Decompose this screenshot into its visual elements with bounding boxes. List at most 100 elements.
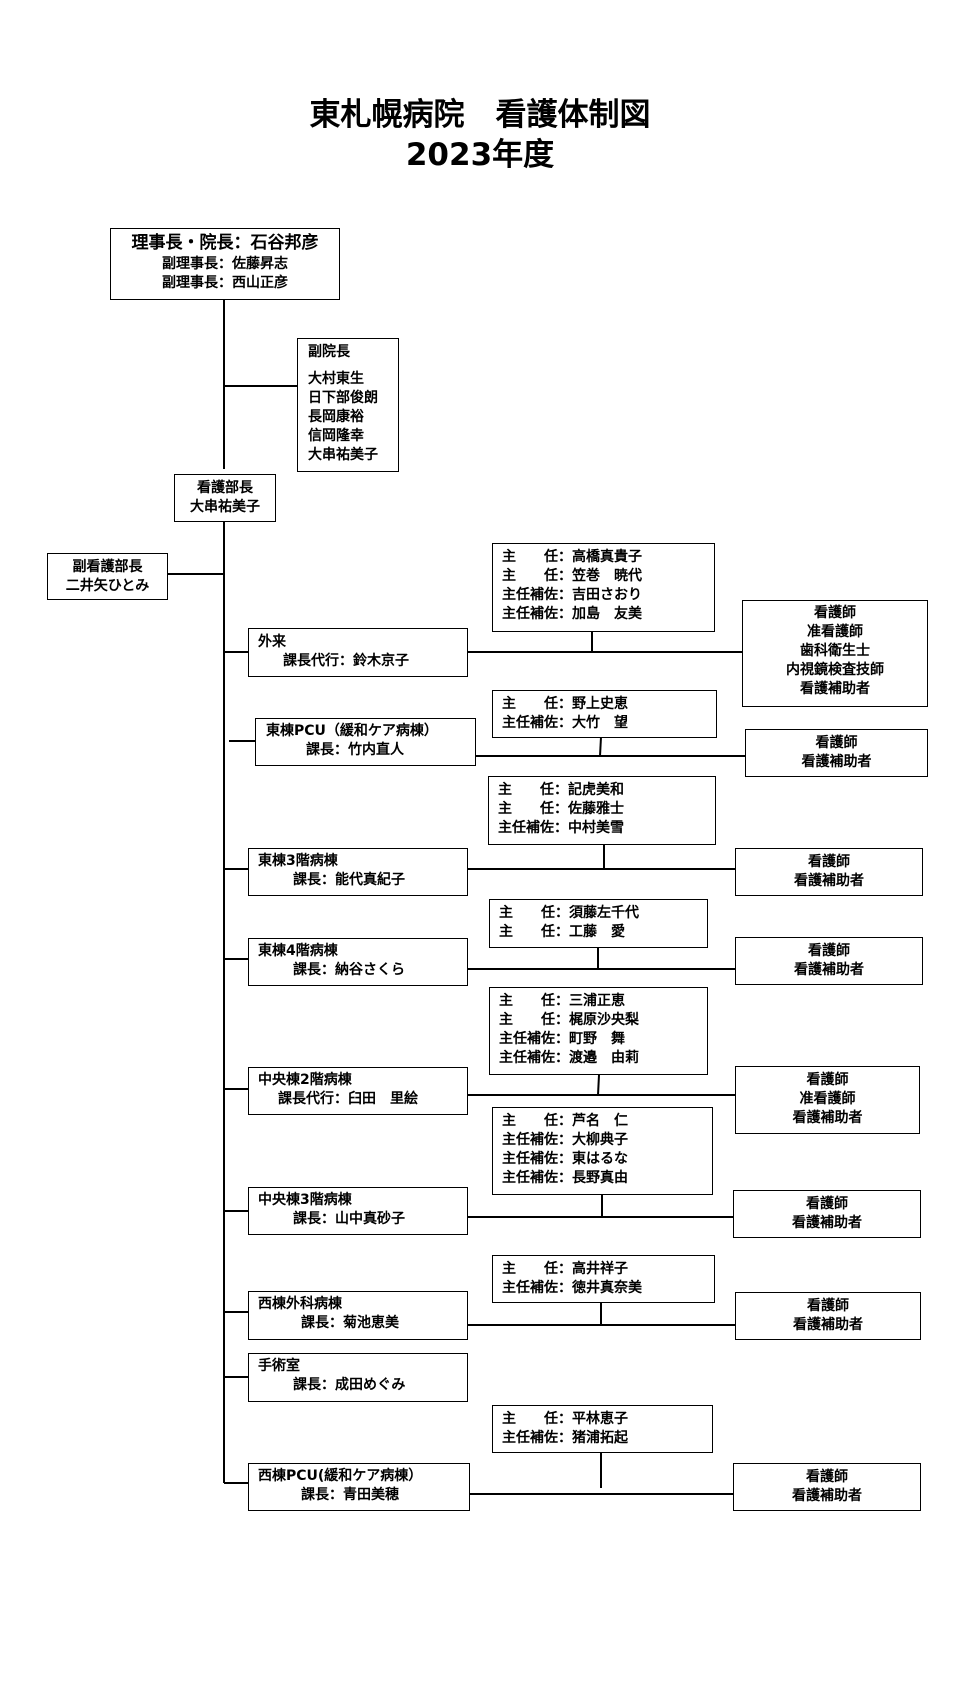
unit-manager: 課長：成田めぐみ: [293, 1377, 406, 1393]
leader-link-east-pcu: [599, 736, 602, 757]
leader-link-central-2f: [597, 1074, 600, 1096]
unit-box-east-3f: 東棟3階病棟 課長：能代真紀子: [248, 848, 468, 896]
staff-role: 看護師: [808, 854, 850, 870]
leader-entry: 主 任：野上史恵: [502, 696, 628, 712]
vice-director-name: 信岡隆幸: [308, 428, 364, 444]
leader-entry: 主 任：佐藤雅士: [498, 801, 624, 817]
staff-role: 看護師: [806, 1196, 848, 1212]
vice-directors-box: 副院長 大村東生 日下部俊朗 長岡康裕 信岡隆幸 大串祐美子: [297, 338, 399, 472]
staff-role: 看護補助者: [801, 754, 872, 770]
staff-box-west-surgical: 看護師 看護補助者: [735, 1292, 921, 1340]
staff-role: 看護補助者: [794, 873, 864, 889]
nursing-director-box: 看護部長 大串祐美子: [174, 474, 276, 522]
staff-role: 准看護師: [799, 1091, 856, 1107]
unit-name: 西棟PCU(緩和ケア病棟）: [258, 1468, 423, 1484]
deputy-nursing-director-title: 副看護部長: [72, 559, 143, 575]
leaders-box-west-pcu: 主 任：平林恵子 主任補佐：猪浦拓起: [492, 1405, 713, 1453]
staff-role: 看護師: [806, 1072, 849, 1088]
vice-director-name: 長岡康裕: [308, 409, 364, 425]
leaders-box-central-2f: 主 任：三浦正恵 主 任：梶原沙央梨 主任補佐：町野 舞 主任補佐：渡邉 由莉: [489, 987, 708, 1075]
unit-manager: 課長：能代真紀子: [293, 872, 405, 888]
leaders-box-gairai: 主 任：高橋真貴子 主 任：笠巻 暁代 主任補佐：吉田さおり 主任補佐：加島 友…: [492, 543, 715, 632]
staff-box-west-pcu: 看護師 看護補助者: [733, 1463, 921, 1511]
unit-name: 西棟外科病棟: [258, 1296, 342, 1312]
unit-box-west-pcu: 西棟PCU(緩和ケア病棟） 課長：青田美穂: [248, 1463, 470, 1511]
vice-director-name: 日下部俊朗: [308, 390, 378, 406]
staff-box-east-3f: 看護師 看護補助者: [735, 848, 923, 896]
unit-manager: 課長：青田美穂: [301, 1487, 399, 1503]
leaders-box-west-surgical: 主 任：高井祥子 主任補佐：徳井真奈美: [492, 1255, 715, 1303]
unit-manager: 課長代行：鈴木京子: [283, 653, 409, 669]
unit-manager: 課長：菊池恵美: [301, 1315, 399, 1331]
leader-entry: 主 任：芦名 仁: [502, 1113, 628, 1129]
leaders-box-central-3f: 主 任：芦名 仁 主任補佐：大柳典子 主任補佐：東はるな 主任補佐：長野真由: [492, 1107, 713, 1195]
leader-entry: 主 任：平林恵子: [502, 1411, 628, 1427]
vice-chair-2: 副理事長：西山正彦: [162, 275, 288, 291]
unit-box-west-surgical: 西棟外科病棟 課長：菊池恵美: [248, 1291, 468, 1340]
leaders-box-east-pcu: 主 任：野上史恵 主任補佐：大竹 望: [492, 690, 717, 738]
staff-role: 歯科衛生士: [800, 643, 870, 659]
unit-box-operating-room: 手術室 課長：成田めぐみ: [248, 1353, 468, 1402]
director-head: 理事長・院長：石谷邦彦: [131, 233, 319, 253]
leader-entry: 主任補佐：大竹 望: [502, 715, 628, 731]
staff-role: 看護補助者: [793, 1317, 863, 1333]
staff-role: 准看護師: [807, 624, 863, 640]
leader-entry: 主任補佐：大柳典子: [502, 1132, 628, 1148]
vice-director-name: 大串祐美子: [308, 447, 378, 463]
leader-entry: 主 任：笠巻 暁代: [502, 568, 642, 584]
unit-name: 外来: [258, 634, 286, 650]
staff-box-east-4f: 看護師 看護補助者: [735, 937, 923, 985]
unit-name: 東棟PCU（緩和ケア病棟）: [266, 723, 438, 739]
unit-manager: 課長：山中真砂子: [293, 1211, 405, 1227]
unit-box-east-4f: 東棟4階病棟 課長：納谷さくら: [248, 938, 468, 986]
leader-entry: 主 任：梶原沙央梨: [499, 1012, 639, 1028]
staff-box-gairai: 看護師 准看護師 歯科衛生士 内視鏡検査技師 看護補助者: [742, 600, 928, 707]
staff-role: 看護師: [815, 735, 858, 751]
unit-name: 手術室: [258, 1358, 300, 1374]
staff-role: 看護師: [814, 605, 856, 621]
leader-entry: 主 任：記虎美和: [498, 782, 624, 798]
page-title: 東札幌病院 看護体制図: [309, 97, 651, 133]
unit-box-central-3f: 中央棟3階病棟 課長：山中真砂子: [248, 1187, 468, 1235]
staff-role: 看護補助者: [800, 681, 870, 697]
staff-box-central-3f: 看護師 看護補助者: [733, 1190, 921, 1238]
unit-name: 中央棟2階病棟: [258, 1072, 352, 1088]
unit-box-east-pcu: 東棟PCU（緩和ケア病棟） 課長：竹内直人: [255, 718, 476, 766]
staff-box-central-2f: 看護師 准看護師 看護補助者: [735, 1066, 920, 1134]
deputy-nursing-director-box: 副看護部長 二井矢ひとみ: [47, 553, 168, 600]
nursing-director-name: 大串祐美子: [190, 499, 260, 515]
leader-entry: 主任補佐：中村美雪: [498, 820, 624, 836]
vice-chair-1: 副理事長：佐藤昇志: [162, 256, 288, 272]
unit-box-gairai: 外来 課長代行：鈴木京子: [248, 628, 468, 677]
staff-role: 看護補助者: [792, 1488, 862, 1504]
leader-entry: 主 任：工藤 愛: [499, 924, 625, 940]
leader-entry: 主 任：高橋真貴子: [502, 549, 642, 565]
unit-manager: 課長：納谷さくら: [293, 962, 405, 978]
staff-role: 看護師: [808, 943, 850, 959]
leaders-box-east-4f: 主 任：須藤左千代 主 任：工藤 愛: [489, 899, 708, 948]
unit-name: 中央棟3階病棟: [258, 1192, 352, 1208]
fiscal-year: 2023年度: [405, 137, 555, 173]
unit-manager: 課長：竹内直人: [306, 742, 404, 758]
staff-role: 看護師: [806, 1469, 848, 1485]
leader-entry: 主任補佐：町野 舞: [499, 1031, 625, 1047]
vice-director-name: 大村東生: [308, 371, 364, 387]
leader-entry: 主 任：須藤左千代: [499, 905, 639, 921]
unit-name: 東棟4階病棟: [258, 943, 338, 959]
leaders-box-east-3f: 主 任：記虎美和 主 任：佐藤雅士 主任補佐：中村美雪: [488, 776, 716, 845]
leader-entry: 主任補佐：加島 友美: [502, 606, 642, 622]
staff-role: 看護補助者: [792, 1110, 863, 1126]
unit-box-central-2f: 中央棟2階病棟 課長代行：臼田 里絵: [248, 1067, 468, 1115]
leader-entry: 主任補佐：徳井真奈美: [502, 1280, 642, 1296]
staff-role: 看護師: [807, 1298, 849, 1314]
leader-entry: 主任補佐：吉田さおり: [502, 587, 642, 603]
staff-role: 看護補助者: [792, 1215, 862, 1231]
vice-directors-heading: 副院長: [308, 344, 350, 360]
unit-name: 東棟3階病棟: [258, 853, 338, 869]
leader-entry: 主 任：高井祥子: [502, 1261, 628, 1277]
nursing-director-title: 看護部長: [197, 480, 253, 496]
staff-role: 内視鏡検査技師: [786, 662, 884, 678]
leader-entry: 主任補佐：長野真由: [502, 1170, 628, 1186]
director-box: 理事長・院長：石谷邦彦 副理事長：佐藤昇志 副理事長：西山正彦: [110, 228, 340, 300]
